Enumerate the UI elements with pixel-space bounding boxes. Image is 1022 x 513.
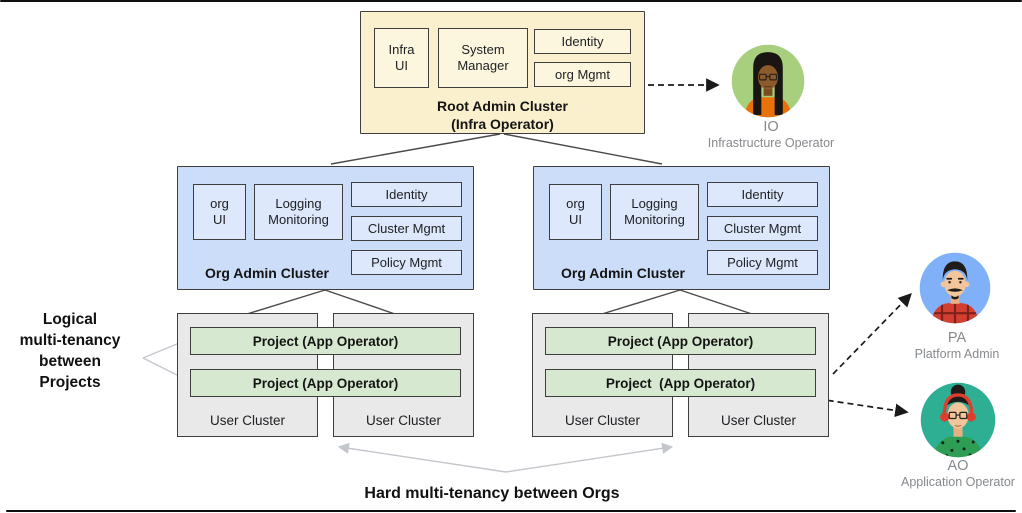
pa-code: PA [947,330,967,346]
component-org-ui: org UI [549,184,602,240]
user-cluster-label: User Cluster [564,413,640,428]
connector-org-right-to-uc2 [679,289,753,315]
user-cluster-label: User Cluster [365,413,441,428]
ao-persona-label: AO Application Operator [868,458,1022,490]
io-avatar-icon [731,44,805,118]
component-system-manager: System Manager [438,28,528,88]
component-identity: Identity [351,182,462,207]
root-admin-cluster-box: Infra UI System Manager Identity org Mgm… [360,11,645,134]
connector-org-right-to-uc1 [601,289,681,315]
gray-double-arrow-between-orgs [337,442,674,473]
org-admin-cluster-right-box: org UI Logging Monitoring Identity Clust… [533,166,830,290]
component-cluster-mgmt: Cluster Mgmt [707,216,818,241]
component-identity: Identity [534,29,631,54]
component-cluster-mgmt: Cluster Mgmt [351,216,462,241]
connector-org-left-to-uc1 [246,289,326,315]
user-cluster-group-left: Project (App Operator) Project (App Oper… [177,313,474,437]
project-bar: Project (App Operator) [545,369,816,397]
logical-multitenancy-note: Logical multi-tenancy between Projects [19,311,121,391]
component-logging-monitoring: Logging Monitoring [610,184,699,240]
ao-avatar-icon [920,382,996,458]
org-cluster-title: Org Admin Cluster [561,265,685,281]
component-policy-mgmt: Policy Mgmt [707,250,818,275]
org-cluster-title: Org Admin Cluster [205,265,329,281]
pa-avatar-icon [919,252,991,324]
bottom-border-line [6,510,1016,512]
project-bar: Project (App Operator) [190,369,461,397]
connector-root-to-org-right [503,133,663,165]
component-org-mgmt: org Mgmt [534,62,631,87]
user-cluster-label: User Cluster [209,413,285,428]
component-policy-mgmt: Policy Mgmt [351,250,462,275]
connector-root-to-org-left [330,133,501,165]
pa-role: Platform Admin [914,347,1000,361]
org-admin-cluster-left-box: org UI Logging Monitoring Identity Clust… [177,166,474,290]
component-identity: Identity [707,182,818,207]
pa-persona-label: PA Platform Admin [867,330,1022,362]
connector-org-left-to-uc2 [324,289,396,315]
component-logging-monitoring: Logging Monitoring [254,184,343,240]
user-cluster-group-right: Project (App Operator) Project (App Oper… [532,313,829,437]
io-role: Infrastructure Operator [707,136,835,150]
component-infra-ui: Infra UI [374,28,429,88]
component-org-ui: org UI [193,184,246,240]
top-border-line [0,0,1022,2]
project-bar: Project (App Operator) [545,327,816,355]
ao-role: Application Operator [901,475,1015,489]
root-cluster-title: Root Admin Cluster (Infra Operator) [437,98,568,133]
ao-code: AO [947,458,969,474]
io-code: IO [763,119,779,135]
hard-multitenancy-note: Hard multi-tenancy between Orgs [364,485,620,502]
user-cluster-label: User Cluster [720,413,796,428]
project-bar: Project (App Operator) [190,327,461,355]
io-persona-label: IO Infrastructure Operator [681,119,861,151]
